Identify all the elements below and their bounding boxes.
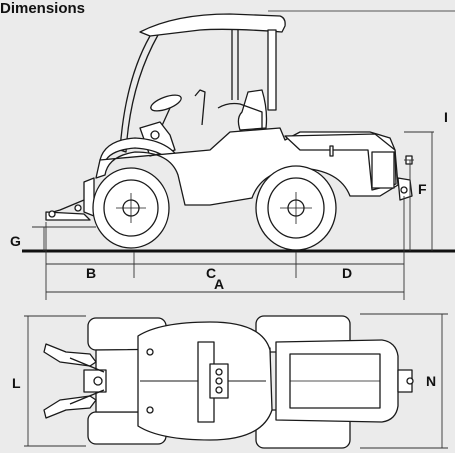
label-f: F (418, 181, 427, 197)
label-c: C (206, 265, 216, 281)
seat (237, 89, 268, 131)
label-d: D (342, 265, 352, 281)
page-title: Dimensions (0, 0, 86, 17)
front-wheel (92, 167, 170, 249)
cab-roof (139, 13, 286, 37)
tractor-top-view (43, 315, 414, 449)
hood-grille (371, 151, 395, 189)
front-linkage (45, 177, 95, 221)
label-l: L (12, 375, 21, 391)
steering-wheel (150, 94, 182, 112)
side-dimension-lines (32, 131, 434, 300)
cab-front-pillar (119, 34, 159, 153)
label-g: G (10, 233, 21, 249)
label-b: B (86, 265, 96, 281)
exhaust-tag (329, 145, 334, 157)
label-i: I (444, 109, 448, 125)
cab-rear-pillar (267, 29, 277, 111)
control-lever (194, 89, 206, 126)
top-front-linkage (43, 343, 154, 419)
rear-wheel (255, 165, 337, 251)
tractor-side-view (45, 13, 413, 251)
top-rear-hitch (397, 369, 414, 393)
rear-rollbar (217, 102, 263, 130)
top-dimension-lines (24, 313, 448, 449)
label-n: N (426, 373, 436, 389)
label-a: A (214, 276, 224, 292)
